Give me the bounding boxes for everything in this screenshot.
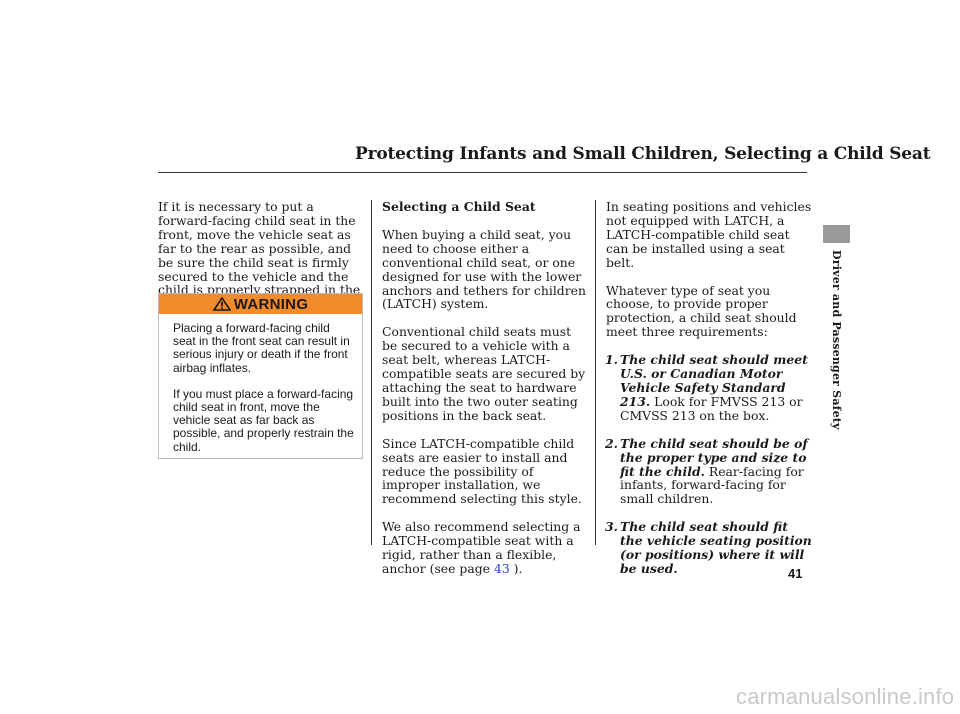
warning-header: WARNING [159,294,362,314]
requirement-heading: The child seat should meet U.S. or Canad… [620,352,808,409]
body-text: We also recommend selecting a LATCH-comp… [382,519,581,576]
body-paragraph: Whatever type of seat you choose, to pro… [606,282,797,340]
warning-paragraph: Placing a forward-facing child seat in t… [173,321,350,375]
page-reference-link[interactable]: 43 [493,560,510,576]
list-item: 2.The child seat should be of the proper… [605,435,814,507]
body-paragraph: In seating positions and vehicles not eq… [606,199,812,270]
warning-box: WARNING Placing a forward-facing child s… [158,293,363,459]
column-right: In seating positions and vehicles not eq… [605,199,814,590]
section-tab-marker [823,225,850,243]
requirement-heading: The child seat should fit the vehicle se… [620,519,812,576]
body-paragraph: Conventional child seats must be secured… [382,324,586,423]
column-middle: Selecting a Child Seat When buying a chi… [382,200,587,590]
body-paragraph: Since LATCH-compatible child seats are e… [382,435,582,507]
warning-label: WARNING [233,295,309,313]
warning-triangle-icon [212,297,231,311]
list-number: 3. [605,519,618,535]
list-number: 2. [605,435,618,451]
requirement-body: Look for FMVSS 213 or CMVSS 213 on the b… [620,393,803,423]
list-item: 3.The child seat should fit the vehicle … [605,519,814,576]
requirement-heading: The child seat should be of the proper t… [620,435,808,479]
list-item: 1.The child seat should meet U.S. or Can… [605,352,814,423]
warning-body: Placing a forward-facing child seat in t… [173,321,355,467]
section-tab-label: Driver and Passenger Safety [830,250,843,430]
warning-paragraph: If you must place a forward-facing child… [173,386,354,454]
column-divider-right [595,200,596,545]
requirements-list: 1.The child seat should meet U.S. or Can… [605,352,814,576]
page-title: Protecting Infants and Small Children, S… [355,144,931,164]
watermark: carmanualsonline.info [736,684,955,709]
requirement-body: Rear-facing for infants, forward-facing … [620,463,804,507]
section-heading: Selecting a Child Seat [382,199,536,214]
title-rule [158,172,807,173]
body-text: ). [509,560,523,576]
page-number: 41 [788,566,803,581]
column-divider-left [371,200,372,545]
body-paragraph: We also recommend selecting a LATCH-comp… [382,520,587,576]
list-number: 1. [605,352,618,368]
body-paragraph: When buying a child seat, you need to ch… [382,226,586,312]
